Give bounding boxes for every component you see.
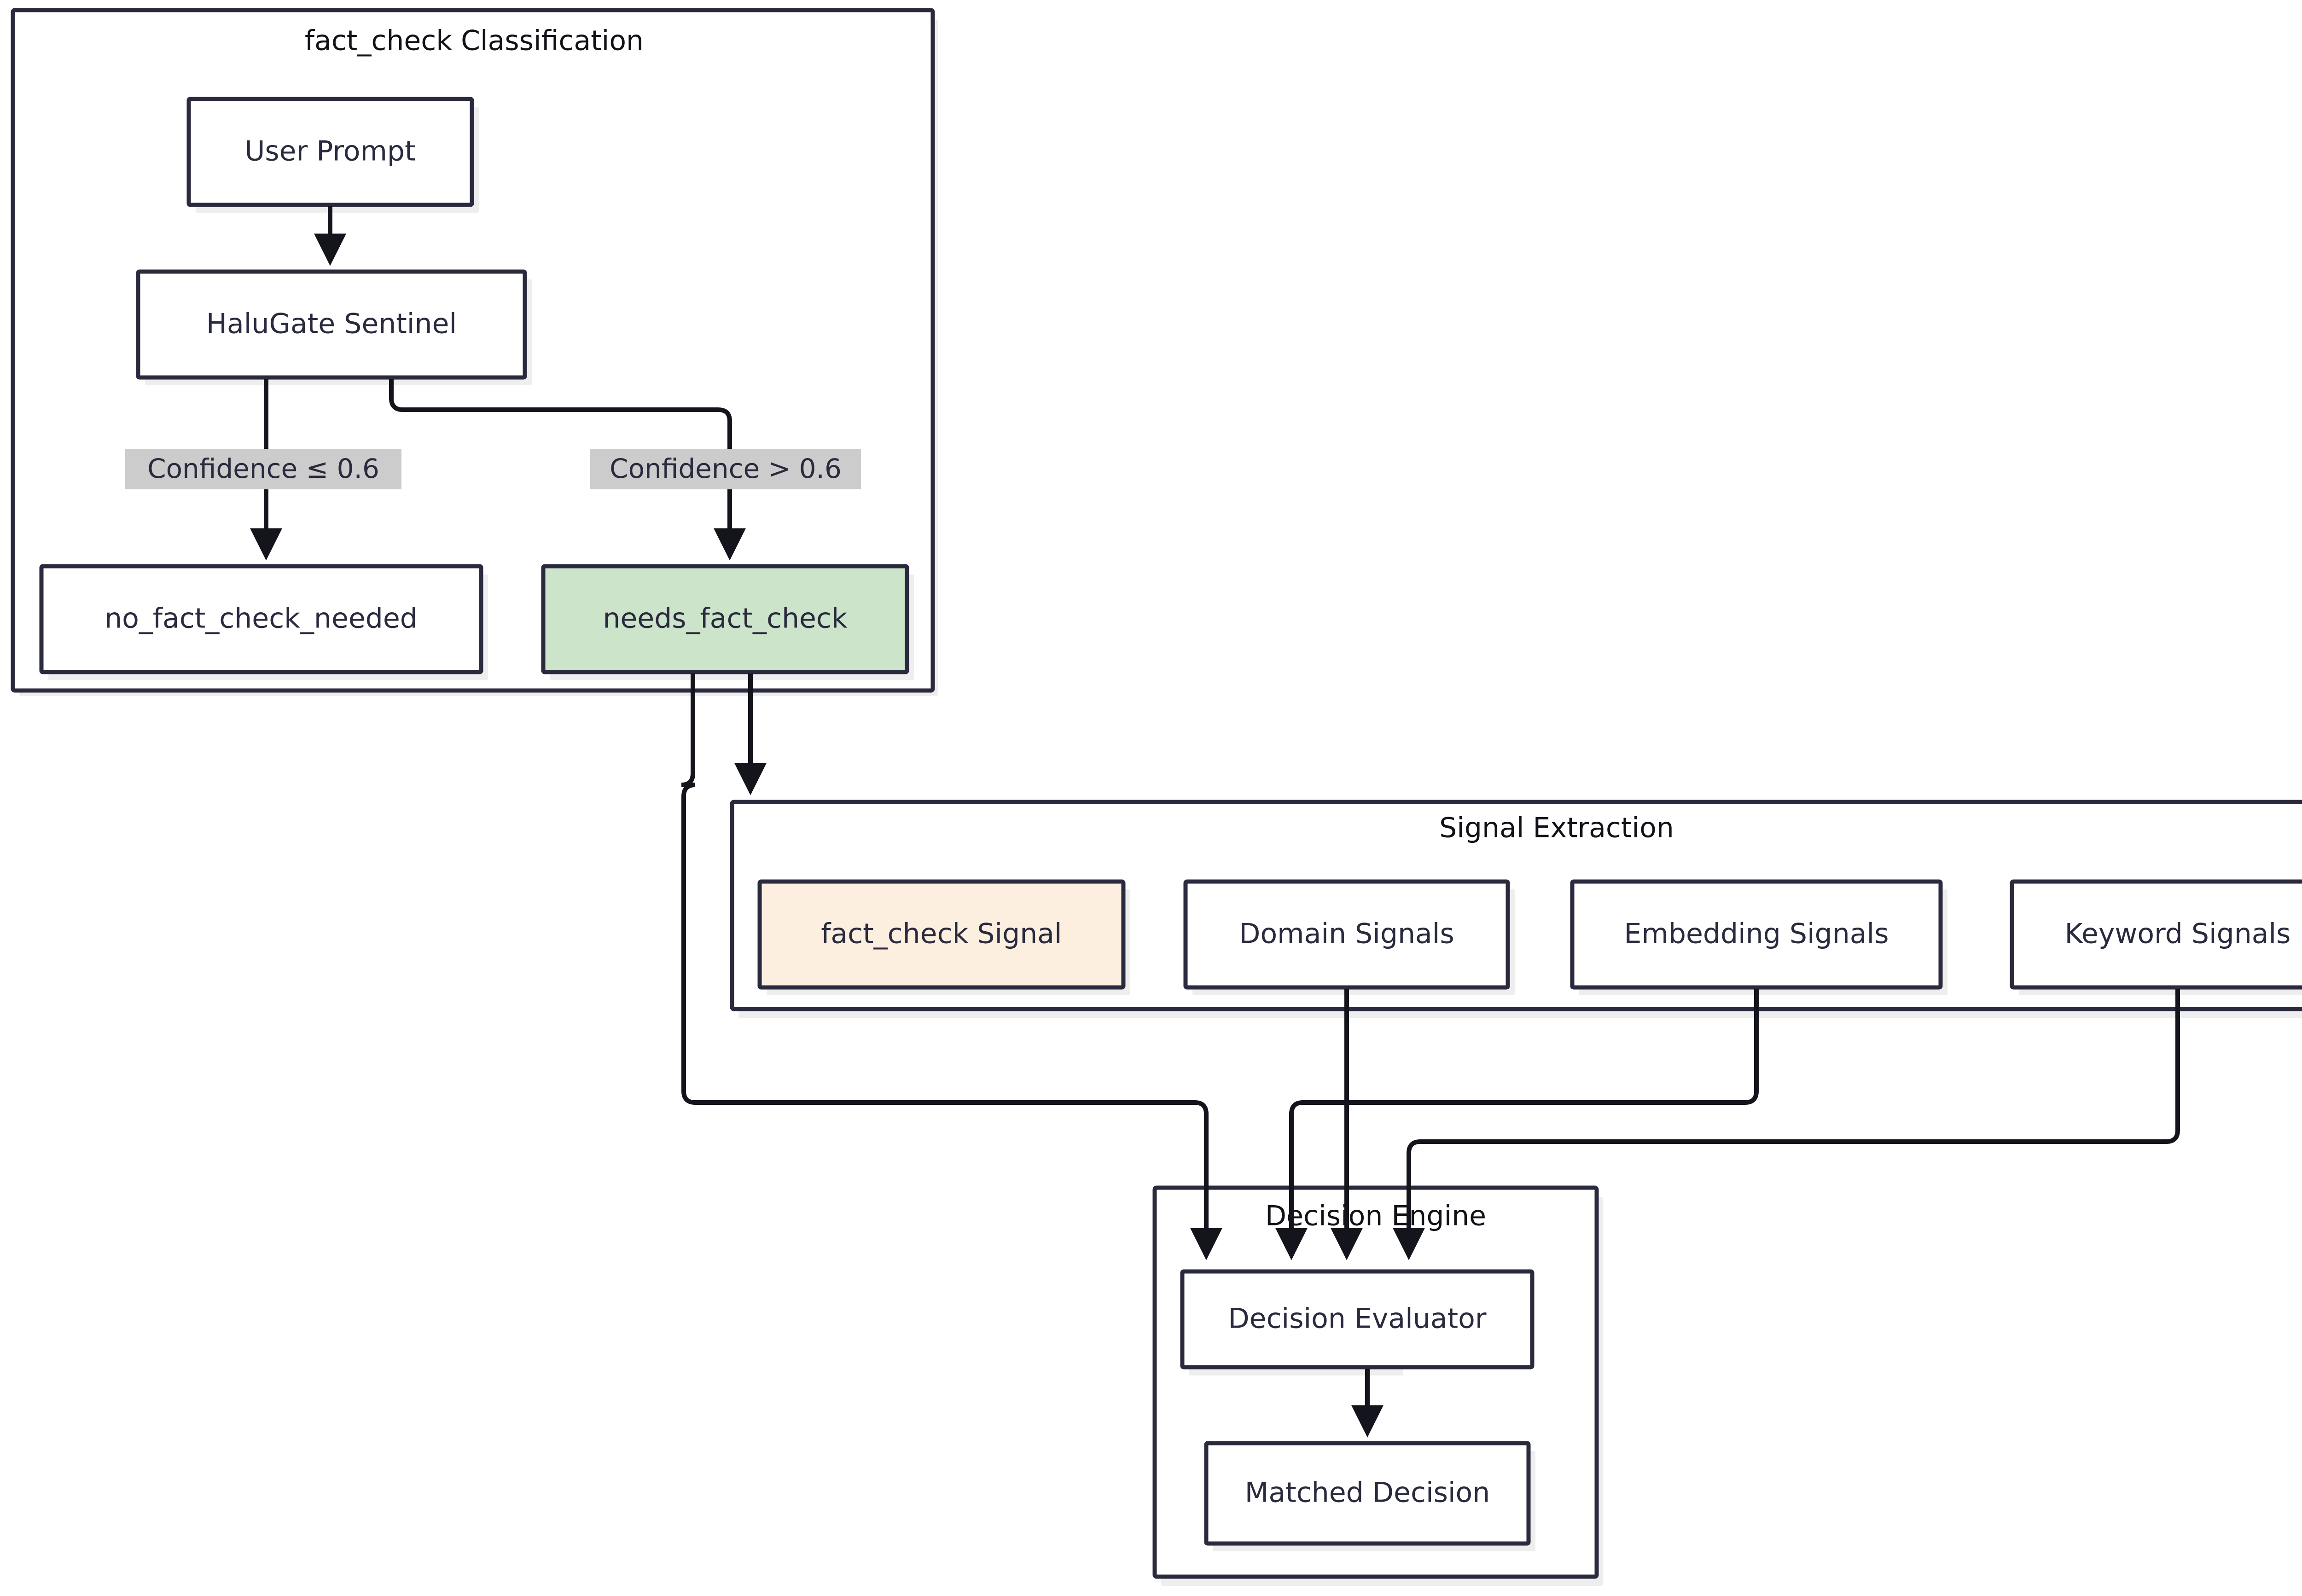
- fact-check-signal-node[interactable]: [757, 879, 1126, 990]
- user-prompt-label: User Prompt: [244, 135, 415, 168]
- low-confidence-label-background: [125, 449, 401, 489]
- domain-signals-node[interactable]: [1183, 879, 1510, 990]
- keyword-signals-label: Keyword Signals: [2065, 918, 2291, 950]
- signal-extraction-cluster-title: Signal Extraction: [1439, 812, 1674, 844]
- high-confidence-edge-label: Confidence > 0.6: [610, 453, 842, 484]
- decision-evaluator-label: Decision Evaluator: [1228, 1303, 1486, 1335]
- fact-check-signal-label: fact_check Signal: [821, 918, 1062, 950]
- keyword-signals-node[interactable]: [2010, 879, 2302, 990]
- edge-needs-fact-check-to-decision-evaluator: [681, 673, 1222, 1260]
- edge-halugate-to-needs-fact-check: [389, 379, 746, 561]
- user-prompt-node[interactable]: [186, 97, 474, 207]
- embedding-signals-label: Embedding Signals: [1624, 918, 1889, 950]
- low-confidence-edge-label: Confidence ≤ 0.6: [147, 453, 379, 484]
- decision-evaluator-node[interactable]: [1180, 1269, 1535, 1370]
- halugate-sentinel-label: HaluGate Sentinel: [206, 308, 457, 340]
- no-fact-check-needed-label: no_fact_check_needed: [105, 603, 418, 635]
- high-confidence-label-background: [590, 449, 861, 489]
- classification-cluster-title: fact_check Classification: [305, 25, 644, 57]
- needs-fact-check-node[interactable]: [541, 564, 909, 674]
- domain-signals-label: Domain Signals: [1239, 918, 1454, 950]
- needs-fact-check-label: needs_fact_check: [603, 603, 848, 635]
- embedding-signals-node[interactable]: [1570, 879, 1943, 990]
- halugate-sentinel-node[interactable]: [136, 269, 527, 380]
- matched-decision-label: Matched Decision: [1245, 1477, 1490, 1509]
- matched-decision-node[interactable]: [1204, 1441, 1531, 1546]
- edge-embedding-signals-to-decision-evaluator: [1275, 989, 1759, 1260]
- edge-keyword-signals-to-decision-evaluator: [1393, 989, 2180, 1260]
- no-fact-check-needed-node[interactable]: [39, 564, 483, 674]
- decision-engine-cluster-title: Decision Engine: [1265, 1200, 1486, 1232]
